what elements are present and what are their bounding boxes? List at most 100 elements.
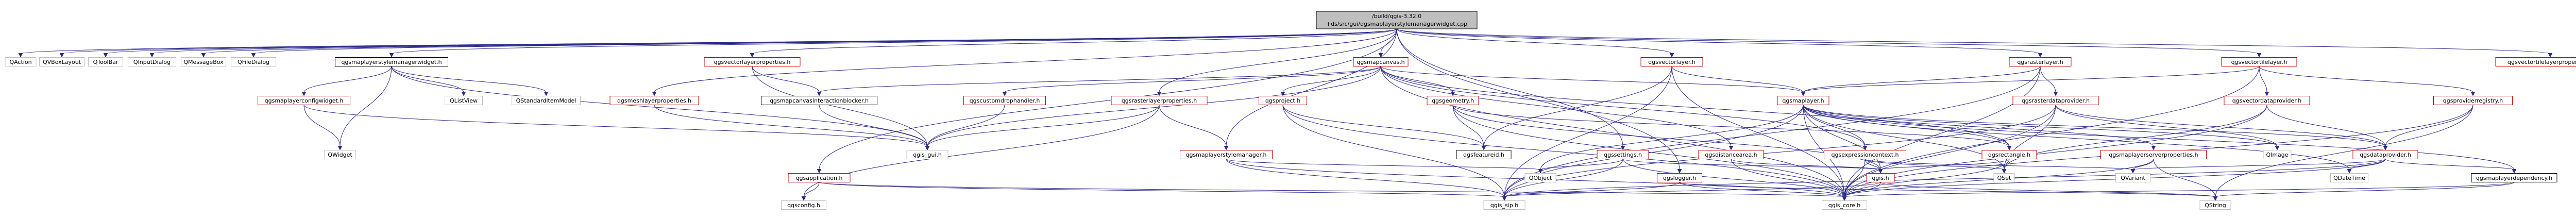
edge-qgsmaplayer-h-to-qgsexpressioncontext-h	[1803, 105, 1868, 150]
node-qwidget: QWidget	[324, 150, 356, 159]
node-qgsmaplayerdependency-h[interactable]: qgsmaplayerdependency.h	[2471, 173, 2557, 182]
edge-qgsdistancearea-h-to-qgis-core-h	[1731, 159, 1847, 201]
node-label: qgsrasterlayer.h	[2017, 59, 2063, 65]
node-qgsdataprovider-h[interactable]: qgsdataprovider.h	[2352, 150, 2418, 159]
edge-qgsmapcanvasinteractionblocker-h-to-qgis-gui-h	[819, 105, 930, 150]
node-label: qgscustomdrophandler.h	[970, 97, 1040, 104]
node-qvboxlayout: QVBoxLayout	[39, 57, 84, 66]
edge-arrowhead	[2002, 169, 2007, 174]
edge-line	[2153, 159, 2216, 197]
edge-line	[2055, 105, 2386, 147]
node-box	[88, 57, 123, 66]
edge-arrowhead	[750, 53, 755, 58]
node-qgsmaplayer-h[interactable]: qgsmaplayer.h	[1777, 96, 1829, 105]
edge-qgsvectorlayer-h-to-qgsmaplayer-h	[1671, 66, 1806, 96]
edge-line	[303, 66, 392, 93]
edge-qgsdataprovider-h-to-qvariant	[2130, 159, 2386, 174]
node-qgsrectangle-h[interactable]: qgsrectangle.h	[1981, 150, 2037, 159]
node-qset: QSet	[1993, 173, 2015, 182]
node-qgsrasterdataprovider-h[interactable]: qgsrasterdataprovider.h	[2012, 96, 2099, 105]
node-label: qgsconfig.h	[787, 202, 820, 209]
node-qgsapplication-h[interactable]: qgsapplication.h	[788, 173, 851, 182]
node-box	[781, 200, 826, 210]
node-qgsfeatureid-h[interactable]: qgsfeatureid.h	[1456, 150, 1512, 159]
edge-line	[1282, 105, 1484, 147]
node-qgsvectorlayerproperties-h[interactable]: qgsvectorlayerproperties.h	[704, 57, 801, 66]
edge-line	[1452, 105, 1881, 170]
edge-qgsvectorlayerproperties-h-to-qgsmapcanvasinteractionblocker-h	[752, 66, 822, 96]
edge-qgsexpressioncontext-h-to-qvariant	[1865, 159, 2136, 174]
node-qgis-h[interactable]: qgis.h	[1866, 173, 1895, 182]
edge-qgsmapcanvas-h-to-qgsproject-h	[1280, 66, 1381, 96]
node-qgsrasterlayerproperties-h[interactable]: qgsrasterlayerproperties.h	[1111, 96, 1208, 105]
edge-line	[1504, 159, 1623, 197]
node-label: QListView	[450, 97, 478, 104]
edge-qgsmaplayerstylemanagerwidget-h-to-qgis-gui-h	[391, 66, 930, 150]
edge-qgsrasterlayerproperties-h-to-qgsmaplayerstylemanager-h	[1159, 105, 1229, 150]
node-qgsvectortilelayer-h[interactable]: qgsvectortilelayer.h	[2221, 57, 2297, 66]
edge-qgssettings-h-to-qgis-h	[1622, 159, 1883, 174]
edge-line	[2266, 105, 2386, 147]
node-label: qgsmaplayerstylemanagerwidget.h	[341, 59, 442, 65]
edge-line	[1282, 105, 1845, 197]
node-box	[5, 57, 37, 66]
edge-qgsrasterdataprovider-h-to-qimage	[2055, 105, 2280, 150]
edge-arrowhead	[801, 196, 806, 201]
node-qgsmaplayerconfigwidget-h[interactable]: qgsmaplayerconfigwidget.h	[258, 96, 350, 105]
edge-qgsmaplayerstylemanagerwidget-h-to-qgsmaplayerconfigwidget-h	[301, 66, 392, 96]
node-box	[788, 173, 851, 182]
edge-line	[2259, 66, 2473, 93]
edge-line	[1880, 182, 2216, 197]
edge-arrowhead	[1538, 169, 1543, 174]
node-box	[2115, 173, 2150, 182]
edge-line	[391, 66, 928, 147]
edge-line	[1504, 66, 2041, 197]
edge-arrowhead	[2264, 92, 2269, 96]
edge-line	[1282, 105, 1505, 197]
node-qgsexpressioncontext-h[interactable]: qgsexpressioncontext.h	[1824, 150, 1906, 159]
node-qgsvectorlayer-h[interactable]: qgsvectorlayer.h	[1640, 57, 1703, 66]
edge-line	[1396, 28, 1672, 54]
edge-arrowhead	[149, 53, 155, 58]
edge-qgsmaplayerdependency-h-to-qgis-core-h	[1842, 182, 2515, 201]
edge-line	[1803, 105, 1881, 170]
node-qgsmeshlayerproperties-h[interactable]: qgsmeshlayerproperties.h	[609, 96, 699, 105]
node-box	[1597, 150, 1649, 159]
node-label: qgsvectortilelayer.h	[2231, 59, 2287, 65]
node-qgsmapcanvasinteractionblocker-h[interactable]: qgsmapcanvasinteractionblocker.h	[761, 96, 877, 105]
node-qgscustomdrophandler-h[interactable]: qgscustomdrophandler.h	[963, 96, 1046, 105]
node-qgsmaplayerstylemanagerwidget-h[interactable]: qgsmaplayerstylemanagerwidget.h	[335, 57, 448, 66]
node-qgsdistancearea-h[interactable]: qgsdistancearea.h	[1698, 150, 1764, 159]
root-file-node[interactable]: /build/qgis-3.32.0 +ds/src/gui/qgsmaplay…	[1316, 11, 1478, 29]
edge-qgsmapcanvas-h-to-qgsdistancearea-h	[1380, 66, 1734, 150]
edge-line	[927, 105, 1160, 147]
node-qgsproviderregistry-h[interactable]: qgsproviderregistry.h	[2433, 96, 2513, 105]
edge-arrowhead	[1378, 53, 1383, 58]
edge-line	[803, 182, 820, 197]
edge-qgsmapcanvas-h-to-qgscustomdrophandler-h	[1002, 66, 1381, 96]
node-qgsmaplayerserverproperties-h[interactable]: qgsmaplayerserverproperties.h	[2100, 150, 2207, 159]
node-qgsmapcanvas-h[interactable]: qgsmapcanvas.h	[1353, 57, 1409, 66]
node-qgsgeometry-h[interactable]: qgsgeometry.h	[1427, 96, 1479, 105]
node-qgsvectortilelayerproperties-h[interactable]: qgsvectortilelayerproperties.h	[2495, 57, 2576, 66]
edge-qgsapplication-h-to-qgis-core-h	[819, 182, 1847, 201]
node-qdatetime: QDateTime	[2330, 173, 2368, 182]
edge-qgsdataprovider-h-to-qgsmaplayerdependency-h	[2385, 159, 2517, 174]
node-qgsvectordataprovider-h[interactable]: qgsvectordataprovider.h	[2224, 96, 2310, 105]
node-box	[2100, 150, 2207, 159]
edge-line	[1004, 66, 1381, 93]
node-label: QMessageBox	[183, 59, 224, 65]
edge-line	[1396, 28, 2260, 54]
node-qgslogger-h[interactable]: qgslogger.h	[1657, 173, 1702, 182]
edge-line	[1865, 159, 2133, 170]
node-qobject: QObject	[1524, 173, 1556, 182]
node-qgssettings-h[interactable]: qgssettings.h	[1597, 150, 1649, 159]
node-qgsmaplayerstylemanager-h[interactable]: qgsmaplayerstylemanager.h	[1180, 150, 1273, 159]
node-qgsproject-h[interactable]: qgsproject.h	[1259, 96, 1307, 105]
node-box	[1822, 200, 1867, 210]
node-qgsrasterlayer-h[interactable]: qgsrasterlayer.h	[2009, 57, 2072, 66]
edge-qgsmaplayerconfigwidget-h-to-qwidget	[303, 105, 343, 150]
edge-arrowhead	[2053, 92, 2058, 96]
edge-line	[2215, 182, 2515, 197]
